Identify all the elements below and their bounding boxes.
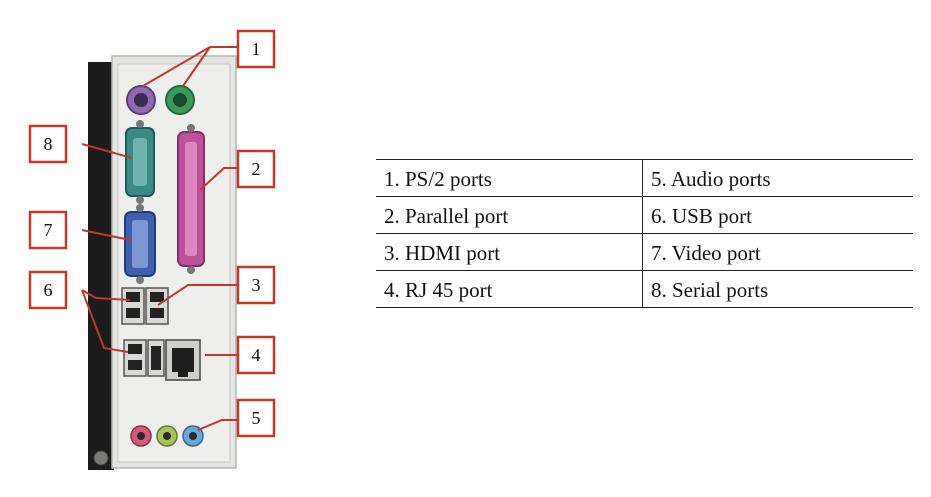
legend-cell: 5. Audio ports — [642, 159, 913, 197]
vga-port — [124, 204, 156, 284]
audio-jack-pink — [130, 425, 152, 447]
legend-cell: 6. USB port — [642, 196, 913, 234]
svg-text:6: 6 — [44, 280, 53, 300]
legend-cell: 1. PS/2 ports — [376, 159, 643, 197]
svg-text:8: 8 — [44, 134, 53, 154]
svg-text:4: 4 — [252, 345, 261, 365]
port-legend-table: 1. PS/2 ports 5. Audio ports 2. Parallel… — [376, 159, 913, 308]
io-panel-diagram: 1 2 3 4 5 6 7 8 — [28, 29, 276, 470]
leader-5 — [197, 419, 238, 431]
audio-jack-blue — [182, 425, 204, 447]
legend-cell: 4. RJ 45 port — [376, 270, 643, 308]
callout-4: 4 — [236, 335, 276, 375]
leader-6a — [81, 289, 131, 301]
usb-ports-lower — [123, 339, 165, 377]
legend-row: 3. HDMI port 7. Video port — [376, 233, 913, 271]
leader-3 — [157, 284, 238, 306]
leader-6b — [81, 289, 129, 353]
svg-text:5: 5 — [252, 408, 261, 428]
svg-text:2: 2 — [252, 159, 261, 179]
parallel-port — [177, 124, 205, 274]
leader-2 — [199, 167, 238, 191]
legend-row: 4. RJ 45 port 8. Serial ports — [376, 270, 913, 308]
audio-jack-green — [156, 425, 178, 447]
legend-cell: 2. Parallel port — [376, 196, 643, 234]
callout-7: 7 — [28, 210, 68, 250]
usb-ports-upper — [121, 287, 169, 325]
legend-cell: 7. Video port — [642, 233, 913, 271]
svg-text:7: 7 — [44, 220, 53, 240]
legend-row: 2. Parallel port 6. USB port — [376, 196, 913, 234]
legend-cell: 8. Serial ports — [651, 277, 769, 302]
leader-lines — [81, 46, 238, 431]
callout-5: 5 — [236, 398, 276, 438]
callout-1: 1 — [236, 29, 276, 69]
serial-port — [125, 120, 155, 204]
legend-cell: 3. HDMI port — [376, 233, 643, 271]
ps2-mouse-port — [165, 85, 195, 115]
svg-text:1: 1 — [252, 39, 261, 59]
callout-8: 8 — [28, 124, 68, 164]
leader-8 — [81, 143, 133, 159]
leader-7 — [81, 229, 131, 241]
leader-1b — [182, 46, 211, 87]
callout-6: 6 — [28, 270, 68, 310]
callout-3: 3 — [236, 265, 276, 305]
callout-2: 2 — [236, 149, 276, 189]
rj45-port — [165, 339, 201, 381]
ps2-keyboard-port — [126, 85, 156, 115]
svg-text:3: 3 — [252, 275, 261, 295]
io-panel — [88, 55, 237, 470]
legend-row: 1. PS/2 ports 5. Audio ports — [376, 159, 913, 197]
